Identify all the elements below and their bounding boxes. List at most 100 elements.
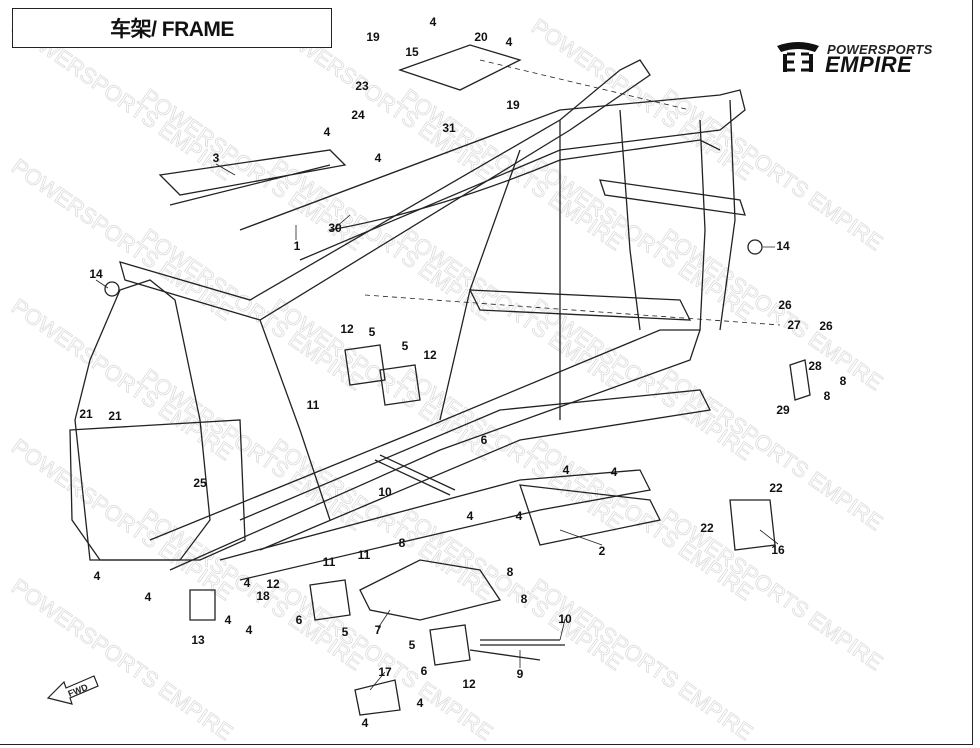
part-callout-29: 29 (776, 403, 790, 417)
part-callout-6: 6 (480, 433, 488, 447)
skid-plate (519, 484, 661, 546)
part-callout-26: 26 (778, 298, 792, 312)
part-callout-4: 4 (505, 35, 513, 49)
dashed-leader-lines (364, 59, 781, 326)
frame-upper-right-rail (239, 89, 746, 261)
part-callout-4: 4 (466, 509, 474, 523)
part-callout-1: 1 (293, 239, 301, 253)
part-callout-4: 4 (562, 463, 570, 477)
bracket-17 (354, 679, 401, 716)
part-callout-11: 11 (322, 555, 336, 569)
part-callout-7: 7 (374, 623, 382, 637)
part-callout-15: 15 (405, 45, 419, 59)
part-callout-14: 14 (776, 239, 790, 253)
bracket-13 (189, 589, 216, 621)
fwd-arrow-icon: FWD (46, 675, 99, 705)
part-callout-4: 4 (93, 569, 101, 583)
part-callout-12: 12 (423, 348, 437, 362)
leader-lines (95, 163, 779, 691)
part-callout-4: 4 (144, 590, 152, 604)
part-callout-12: 12 (266, 577, 280, 591)
part-callout-17: 17 (378, 665, 392, 679)
part-callout-11: 11 (306, 398, 320, 412)
swingarm-bracket (359, 559, 502, 621)
part-callout-23: 23 (355, 79, 369, 93)
part-callout-4: 4 (374, 151, 382, 165)
part-callout-8: 8 (823, 389, 831, 403)
axle-bolt-10b (480, 639, 565, 646)
part-callout-26: 26 (819, 319, 833, 333)
part-callout-22: 22 (769, 481, 783, 495)
part-callout-5: 5 (408, 638, 416, 652)
part-callout-25: 25 (193, 476, 207, 490)
part-callout-27: 27 (787, 318, 801, 332)
frame-top-bar (329, 139, 721, 231)
part-callout-4: 4 (361, 716, 369, 730)
part-callout-21: 21 (79, 407, 93, 421)
part-callout-8: 8 (398, 536, 406, 550)
mount-5a (309, 579, 351, 621)
part-callout-4: 4 (243, 576, 251, 590)
part-callout-2: 2 (598, 544, 606, 558)
part-callout-4: 4 (416, 696, 424, 710)
part-callout-6: 6 (295, 613, 303, 627)
part-callout-4: 4 (515, 509, 523, 523)
frame-diag-1 (259, 319, 331, 521)
frame-rear-cross (599, 179, 746, 216)
frame-lower-rail-2 (239, 389, 711, 551)
part-callout-8: 8 (839, 374, 847, 388)
frame-rear-rack (398, 44, 522, 91)
frame-upper-left-rail (119, 59, 651, 321)
page-title: 车架/ FRAME (12, 8, 332, 48)
part-callout-19: 19 (506, 98, 520, 112)
part-callout-18: 18 (256, 589, 270, 603)
part-callout-19: 19 (366, 30, 380, 44)
part-callout-31: 31 (442, 121, 456, 135)
part-callout-6: 6 (420, 664, 428, 678)
part-callout-5: 5 (368, 325, 376, 339)
empire-wings-icon (777, 42, 819, 72)
frame-front-plate (69, 419, 246, 561)
frame-diag-4 (619, 109, 641, 331)
nut-14-left (104, 281, 120, 297)
part-callout-5: 5 (341, 625, 349, 639)
brand-logo: POWERSPORTS EMPIRE (775, 38, 945, 78)
part-callout-10: 10 (378, 485, 392, 499)
part-callout-4: 4 (224, 613, 232, 627)
axle-bolt-10 (374, 454, 456, 496)
part-callout-13: 13 (191, 633, 205, 647)
part-callout-8: 8 (506, 565, 514, 579)
part-callout-12: 12 (462, 677, 476, 691)
part-callout-20: 20 (474, 30, 488, 44)
part-callout-4: 4 (610, 465, 618, 479)
part-callout-11: 11 (357, 548, 371, 562)
nut-14-right (747, 239, 763, 255)
bracket-16 (729, 499, 776, 551)
part-callout-16: 16 (771, 543, 785, 557)
part-callout-21: 21 (108, 409, 122, 423)
part-callout-10: 10 (558, 612, 572, 626)
engine-mount-left (344, 344, 386, 386)
part-callout-28: 28 (808, 359, 822, 373)
part-callout-8: 8 (520, 592, 528, 606)
part-callout-24: 24 (351, 108, 365, 122)
part-callout-3: 3 (212, 151, 220, 165)
mount-5b (429, 624, 471, 666)
logo-text-line1: POWERSPORTS (827, 42, 933, 57)
bracket-28 (789, 359, 811, 401)
logo-text-line2: EMPIRE (825, 52, 913, 77)
part-callout-4: 4 (429, 15, 437, 29)
frame-rear-upright (699, 99, 736, 331)
frame-bottom-rail (219, 469, 651, 581)
part-callout-22: 22 (700, 521, 714, 535)
part-callout-30: 30 (328, 221, 342, 235)
frame-front-rack (158, 149, 347, 206)
part-callout-4: 4 (323, 125, 331, 139)
part-callout-5: 5 (401, 339, 409, 353)
axle-bolt-9 (469, 649, 541, 661)
part-callout-14: 14 (89, 267, 103, 281)
part-callout-4: 4 (245, 623, 253, 637)
